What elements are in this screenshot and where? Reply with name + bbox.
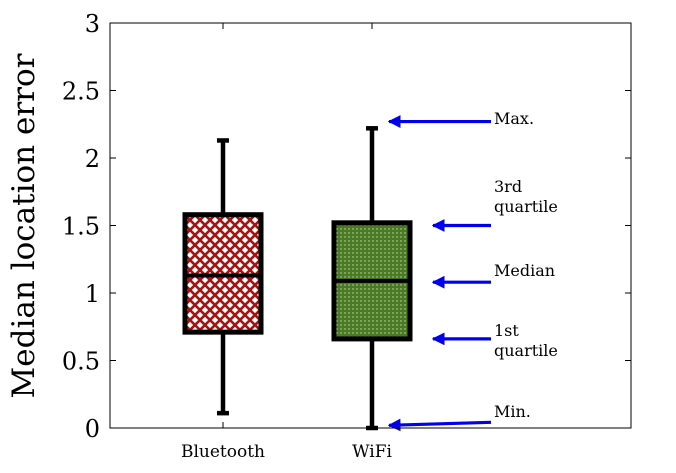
y-axis-label: Median location error [6, 53, 42, 398]
y-tick-label: 0.5 [62, 348, 100, 376]
annotation-label-line: Median [494, 261, 555, 280]
y-tick-label: 2 [85, 145, 100, 173]
annotation-label: Max. [494, 109, 534, 128]
annotation-label: Min. [494, 402, 531, 421]
y-tick-label: 2.5 [62, 78, 100, 106]
annotation-label-line: 3rd [494, 177, 522, 196]
annotation-label-line: 1st [494, 321, 519, 340]
iqr-box [182, 212, 264, 335]
x-category-label: Bluetooth [181, 442, 265, 462]
x-axis-labels: Bluetooth WiFi [181, 23, 392, 462]
annotation-label-line: Min. [494, 402, 531, 421]
x-category-label: WiFi [352, 442, 392, 462]
annotation-label-line: quartile [494, 341, 558, 360]
y-tick-label: 1 [85, 280, 100, 308]
plot-frame [109, 22, 632, 429]
annotation-label-line: quartile [494, 197, 558, 216]
y-tick-label: 1.5 [62, 213, 100, 241]
annotation-arrow [387, 418, 492, 432]
annotation-label-line: Max. [494, 109, 534, 128]
y-axis-ticks: 0 0.5 1 1.5 2 2.5 3 [62, 10, 631, 443]
box-series [182, 126, 413, 431]
y-tick-label: 0 [85, 415, 100, 443]
y-tick-label: 3 [85, 10, 100, 38]
annotation-label: Median [494, 261, 555, 280]
